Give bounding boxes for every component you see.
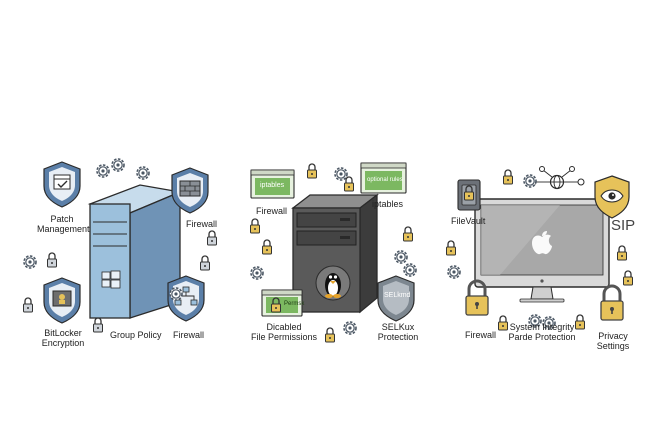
lock-icon xyxy=(324,327,336,343)
iptables-label: iptables xyxy=(372,199,404,209)
iptables-screen-text: iptables xyxy=(260,182,285,189)
disabled-permissions-label: Dicabled File Permissions xyxy=(250,322,318,342)
gear-icon xyxy=(169,287,183,301)
firewall-bottom-label: Firewall xyxy=(173,330,205,340)
gear-icon xyxy=(343,321,357,335)
gear-icon xyxy=(403,263,417,277)
linux-server-icon xyxy=(291,193,379,314)
linux-panel xyxy=(249,162,417,343)
patch-line1: Patch xyxy=(50,214,74,224)
lock-icon xyxy=(343,176,355,192)
selinux-line1: SELKux xyxy=(381,322,415,332)
optional-rules-screen-text: optional rules xyxy=(367,177,403,183)
iptables-screen xyxy=(250,169,295,199)
permissions-screen-text: Permsk xyxy=(284,301,305,307)
privacy-settings-label: Privacy Settings xyxy=(594,331,632,351)
gear-icon xyxy=(447,265,461,279)
bitlocker-line1: BitLocker xyxy=(44,328,82,338)
firewall-shield-icon xyxy=(171,167,209,214)
lock-icon xyxy=(22,297,34,313)
windows-logo-icon xyxy=(101,270,121,289)
mac-firewall-label: Firewall xyxy=(465,330,497,340)
privacy-line1: Privacy xyxy=(598,331,628,341)
selinux-line2: Protection xyxy=(377,332,419,342)
disabled-line2: File Permissions xyxy=(250,332,317,342)
lock-icon xyxy=(622,270,634,286)
imac-monitor-icon xyxy=(474,198,610,303)
selinux-shield-text: SELkmd xyxy=(384,292,411,299)
gear-icon xyxy=(334,167,348,181)
lock-icon xyxy=(46,252,58,268)
gear-icon xyxy=(23,255,37,269)
lock-icon xyxy=(306,163,318,179)
patch-line2: Management xyxy=(37,224,90,234)
gear-icon xyxy=(111,158,125,172)
privacy-lock-icon xyxy=(599,284,625,322)
selinux-shield-icon xyxy=(377,275,415,322)
windows-server-icon xyxy=(87,184,183,319)
gear-icon xyxy=(250,266,264,280)
lock-icon xyxy=(199,255,211,271)
tux-penguin-icon xyxy=(315,265,351,301)
sip-label: SIP xyxy=(611,217,636,234)
group-policy-label: Group Policy xyxy=(110,330,162,340)
mac-panel xyxy=(445,166,634,331)
firewall-top-label: Firewall xyxy=(186,219,218,229)
lock-icon xyxy=(206,230,218,246)
file-permissions-screen xyxy=(261,289,303,317)
filevault-safe-icon xyxy=(457,179,481,211)
optional-rules-screen xyxy=(360,162,407,194)
lock-icon xyxy=(616,245,628,261)
lock-icon xyxy=(502,169,514,185)
bitlocker-label: BitLocker Encryption xyxy=(37,328,89,348)
bitlocker-line2: Encryption xyxy=(41,338,85,348)
lock-icon xyxy=(92,317,104,333)
gear-icon xyxy=(523,174,537,188)
patch-management-shield-icon xyxy=(43,161,81,208)
gear-icon xyxy=(394,250,408,264)
gear-icon xyxy=(136,166,150,180)
linux-firewall-label: Firewall xyxy=(256,206,288,216)
lock-icon xyxy=(445,240,457,256)
windows-panel xyxy=(22,158,218,333)
apple-logo-icon xyxy=(532,231,552,255)
lock-icon xyxy=(261,239,273,255)
selinux-label: SELKux Protection xyxy=(376,322,420,342)
disabled-line1: Dicabled xyxy=(266,322,302,332)
sip-eye-shield-icon xyxy=(594,175,630,219)
bitlocker-shield-icon xyxy=(43,277,81,324)
network-hub-icon xyxy=(529,166,585,190)
privacy-line2: Settings xyxy=(596,341,630,351)
system-integrity-label: System Integrity Parde Protection xyxy=(506,322,578,342)
lock-icon xyxy=(249,218,261,234)
sip-line2: Parde Protection xyxy=(508,332,576,342)
gear-icon xyxy=(96,164,110,178)
patch-management-label: Patch Management xyxy=(37,214,90,234)
sip-line1: System Integrity xyxy=(509,322,575,332)
lock-icon xyxy=(402,226,414,242)
filevault-label: FileVault xyxy=(451,216,486,226)
